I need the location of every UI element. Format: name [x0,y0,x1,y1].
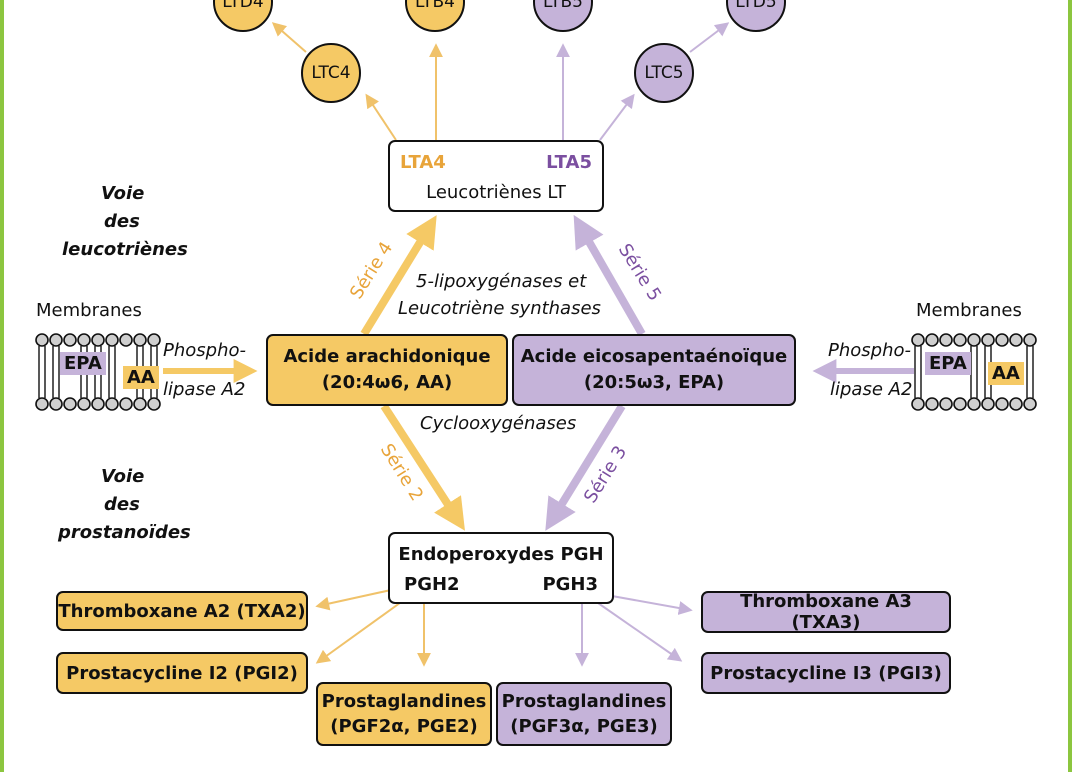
phospholipase-right-line2: lipase A2 [830,379,913,400]
pathway-leuko-line1: Voie [101,183,145,204]
arrow-lta5-ltc5 [599,93,635,141]
ltb5-label: LTB5 [543,0,583,12]
ltd5-label: LTD5 [735,0,777,12]
ltc5-label: LTC5 [644,63,684,83]
pathway-leuko-line2: des [104,211,140,232]
phospholipase-right-line1: Phospho- [828,340,911,361]
leukotrienes-box-title: Leucotriènes LT [426,182,566,203]
lipoxygenase-line2: Leucotriène synthases [398,298,601,319]
txa2-box: Thromboxane A2 (TXA2) [56,591,308,631]
prostaglandins-series2-list: (PGF2α, PGE2) [330,716,478,737]
pgh2-label: PGH2 [404,574,460,595]
phospholipase-left-line2: lipase A2 [163,379,246,400]
pgh3-label: PGH3 [542,574,598,595]
ltb4-label: LTB4 [415,0,455,12]
pathway-prosta-line2: des [104,494,140,515]
ltd4-label: LTD4 [222,0,264,12]
membrane-right-aa-tag: AA [988,362,1024,385]
prostaglandins-series2-title: Prostaglandines [321,691,487,712]
membrane-left-aa-tag: AA [123,366,159,389]
ltc4-label: LTC4 [311,63,351,83]
pgi2-label: Prostacycline I2 (PGI2) [66,662,298,684]
lta5-label: LTA5 [546,152,592,173]
prostaglandins-series3-title: Prostaglandines [501,691,667,712]
lta4-label: LTA4 [400,152,446,173]
pathway-prosta-line1: Voie [101,466,145,487]
arrow-serie-4 [360,215,437,337]
arrow-ltc4-ltd4 [271,22,307,53]
txa3-label: Thromboxane A3 (TXA3) [740,591,912,633]
endoperoxides-box: Endoperoxydes PGH PGH2 PGH3 [388,532,614,604]
txa3-box: Thromboxane A3 (TXA3) [701,591,951,633]
arrow-pgh-txa2 [315,587,401,611]
eicosapentaenoic-acid-formula: (20:5ω3, EPA) [583,372,725,393]
membrane-right-bilayer [911,333,1037,411]
arrow-lta4-ltc4 [365,93,397,141]
pathway-leuko-line3: leucotriènes [62,239,188,260]
arrow-serie-5 [573,214,646,336]
arrow-pgh-txa3 [611,595,693,615]
arrow-serie-3 [545,403,626,531]
membranes-right-title: Membranes [916,300,1022,321]
leukotrienes-box: LTA4 LTA5 Leucotriènes LT [388,140,604,212]
membrane-right-tails [914,346,1034,398]
prostaglandins-series2-box: Prostaglandines (PGF2α, PGE2) [316,682,492,746]
phospholipase-left-line1: Phospho- [163,340,246,361]
eicosapentaenoic-acid-box: Acide eicosapentaénoïque (20:5ω3, EPA) [512,334,796,406]
arachidonic-acid-box: Acide arachidonique (20:4ω6, AA) [266,334,508,406]
arachidonic-acid-formula: (20:4ω6, AA) [321,372,453,393]
membrane-right-epa-tag: EPA [925,352,971,375]
cyclooxygenase-label: Cyclooxygénases [420,413,577,434]
frame-left-border [0,0,4,772]
ltc4-node: LTC4 [301,43,361,103]
arachidonic-acid-name: Acide arachidonique [283,346,491,367]
pathway-prosta-line3: prostanoïdes [58,522,191,543]
arrow-ltc5-ltd5 [689,22,730,53]
arrow-pgh-pgi3 [597,602,683,662]
pgi3-box: Prostacycline I3 (PGI3) [701,652,951,694]
pgi3-label: Prostacycline I3 (PGI3) [710,662,942,684]
ltc5-node: LTC5 [634,43,694,103]
eicosapentaenoic-acid-name: Acide eicosapentaénoïque [520,346,788,367]
membrane-left-bilayer [35,333,161,411]
txa2-label: Thromboxane A2 (TXA2) [58,600,306,622]
prostaglandins-series3-list: (PGF3α, PGE3) [510,716,658,737]
arrow-pgh-pgi2 [315,599,405,664]
pgi2-box: Prostacycline I2 (PGI2) [56,652,308,694]
arrow-serie-2 [380,403,465,531]
endoperoxides-title: Endoperoxydes PGH [398,544,604,565]
lipoxygenase-line1: 5-lipoxygénases et [416,271,587,292]
membranes-left-title: Membranes [36,300,142,321]
membrane-left-epa-tag: EPA [60,352,106,375]
frame-right-border [1068,0,1072,772]
prostaglandins-series3-box: Prostaglandines (PGF3α, PGE3) [496,682,672,746]
